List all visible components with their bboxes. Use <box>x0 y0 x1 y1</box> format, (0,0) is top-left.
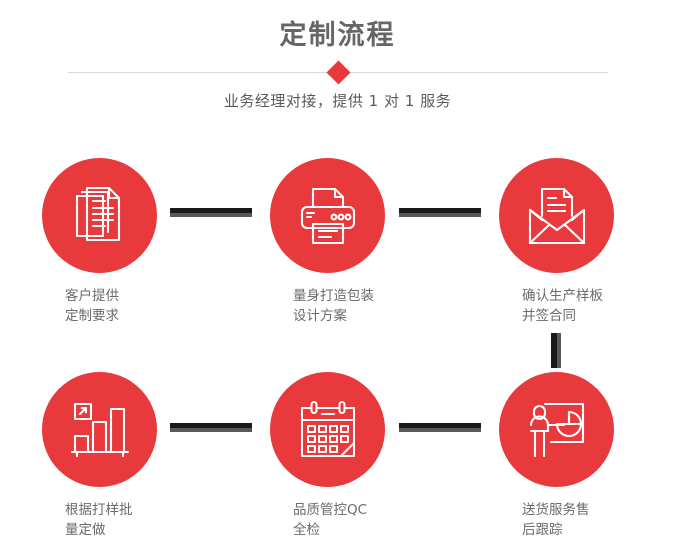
step-4-icon-circle <box>42 372 157 487</box>
connector-bar-dark <box>399 208 481 213</box>
step-2-label: 量身打造包装 设计方案 <box>293 288 374 324</box>
connector-bar-dark <box>170 423 252 428</box>
connector-bar-dark <box>399 423 481 428</box>
connector-bar-gray <box>170 213 252 217</box>
connector-step2-step3 <box>399 208 481 217</box>
step-4-label: 根据打样批 量定做 <box>65 502 133 538</box>
connector-step5-step6 <box>399 423 481 432</box>
envelope-icon <box>525 184 589 248</box>
connector-bar-gray <box>170 428 252 432</box>
documents-icon <box>68 184 132 248</box>
connector-bar-gray <box>399 213 481 217</box>
connector-step4-step5 <box>170 423 252 432</box>
step-3-icon-circle <box>499 158 614 273</box>
connector-bar-gray <box>399 428 481 432</box>
calendar-icon <box>296 398 360 462</box>
step-6-icon-circle <box>499 372 614 487</box>
step-6-label: 送货服务售 后跟踪 <box>522 502 590 538</box>
step-5-label: 品质管控QC 全检 <box>293 502 368 538</box>
connector-bar-dark <box>170 208 252 213</box>
title-divider <box>68 60 608 85</box>
connector-step1-step2 <box>170 208 252 217</box>
connector-step3-step6 <box>551 333 561 368</box>
step-2-icon-circle <box>270 158 385 273</box>
bar-chart-icon <box>68 398 132 462</box>
step-1-label: 客户提供 定制要求 <box>65 288 119 324</box>
step-5-icon-circle <box>270 372 385 487</box>
page-subtitle: 业务经理对接，提供 1 对 1 服务 <box>223 92 452 110</box>
presentation-icon <box>525 398 589 462</box>
step-1-icon-circle <box>42 158 157 273</box>
connector-bar-dark <box>551 333 557 368</box>
step-3-label: 确认生产样板 并签合同 <box>522 288 603 324</box>
printer-icon <box>296 184 360 248</box>
page-title: 定制流程 <box>279 20 396 51</box>
connector-bar-gray <box>557 333 561 368</box>
diamond-icon <box>326 60 351 85</box>
